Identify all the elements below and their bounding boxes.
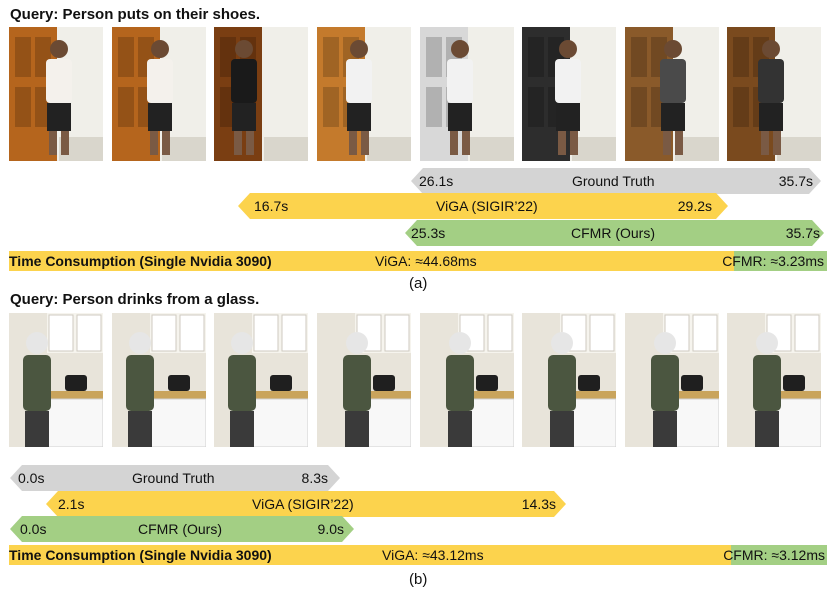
ground-truth-start-b: 0.0s [18, 470, 45, 486]
viga-end-a: 29.2s [677, 198, 712, 214]
panel-b-video-frame-7 [625, 313, 719, 447]
cfmr-time-b: CFMR: ≈3.12ms [723, 547, 825, 563]
panel-b-video-frame-6 [522, 313, 616, 447]
cfmr-time-a: CFMR: ≈3.23ms [722, 253, 824, 269]
viga-label-a: ViGA (SIGIR’22) [436, 198, 538, 214]
viga-arrow-a: 16.7s ViGA (SIGIR’22) 29.2s [238, 193, 728, 219]
panel-b-video-frame-8 [727, 313, 821, 447]
cfmr-label-b: CFMR (Ours) [138, 521, 222, 537]
viga-start-a: 16.7s [254, 198, 289, 214]
cfmr-time-segment-b [731, 545, 827, 565]
ground-truth-label-b: Ground Truth [132, 470, 215, 486]
viga-arrow-b: 2.1s ViGA (SIGIR’22) 14.3s [46, 491, 566, 517]
cfmr-arrow-a: 25.3s CFMR (Ours) 35.7s [405, 220, 824, 246]
viga-time-a: ViGA: ≈44.68ms [375, 253, 477, 269]
video-frames-a [9, 27, 827, 161]
ground-truth-label-a: Ground Truth [572, 173, 655, 189]
panel-b-video-frame-5 [420, 313, 514, 447]
cfmr-arrow-b: 0.0s CFMR (Ours) 9.0s [10, 516, 354, 542]
panel-a-video-frame-3 [214, 27, 308, 161]
caption-b: (b) [409, 571, 428, 588]
time-consumption-title-b: Time Consumption (Single Nvidia 3090) [9, 547, 272, 563]
panel-b-video-frame-3 [214, 313, 308, 447]
panel-b-video-frame-4 [317, 313, 411, 447]
panel-a-video-frame-2 [112, 27, 206, 161]
panel-a-video-frame-7 [625, 27, 719, 161]
panel-a-video-frame-1 [9, 27, 103, 161]
query-a: Query: Person puts on their shoes. [10, 6, 261, 23]
cfmr-end-a: 35.7s [785, 225, 820, 241]
panel-b-video-frame-1 [9, 313, 103, 447]
query-b: Query: Person drinks from a glass. [10, 291, 260, 308]
viga-start-b: 2.1s [58, 496, 85, 512]
panel-a-video-frame-6 [522, 27, 616, 161]
cfmr-start-b: 0.0s [20, 521, 47, 537]
ground-truth-start-a: 26.1s [419, 173, 454, 189]
time-consumption-bar-b: Time Consumption (Single Nvidia 3090) Vi… [9, 545, 827, 565]
ground-truth-arrow-a: 26.1s Ground Truth 35.7s [411, 168, 821, 194]
ground-truth-end-a: 35.7s [778, 173, 813, 189]
panel-a-video-frame-8 [727, 27, 821, 161]
ground-truth-end-b: 8.3s [301, 470, 328, 486]
cfmr-end-b: 9.0s [317, 521, 344, 537]
cfmr-label-a: CFMR (Ours) [571, 225, 655, 241]
panel-a-video-frame-5 [420, 27, 514, 161]
time-consumption-bar-a: Time Consumption (Single Nvidia 3090) Vi… [9, 251, 827, 271]
cfmr-time-segment-a [734, 251, 827, 271]
caption-a: (a) [409, 275, 428, 292]
cfmr-start-a: 25.3s [411, 225, 446, 241]
panel-b-video-frame-2 [112, 313, 206, 447]
viga-end-b: 14.3s [521, 496, 556, 512]
ground-truth-arrow-b: 0.0s Ground Truth 8.3s [10, 465, 340, 491]
viga-time-b: ViGA: ≈43.12ms [382, 547, 484, 563]
viga-label-b: ViGA (SIGIR’22) [252, 496, 354, 512]
panel-a-video-frame-4 [317, 27, 411, 161]
video-frames-b [9, 313, 827, 447]
time-consumption-title-a: Time Consumption (Single Nvidia 3090) [9, 253, 272, 269]
